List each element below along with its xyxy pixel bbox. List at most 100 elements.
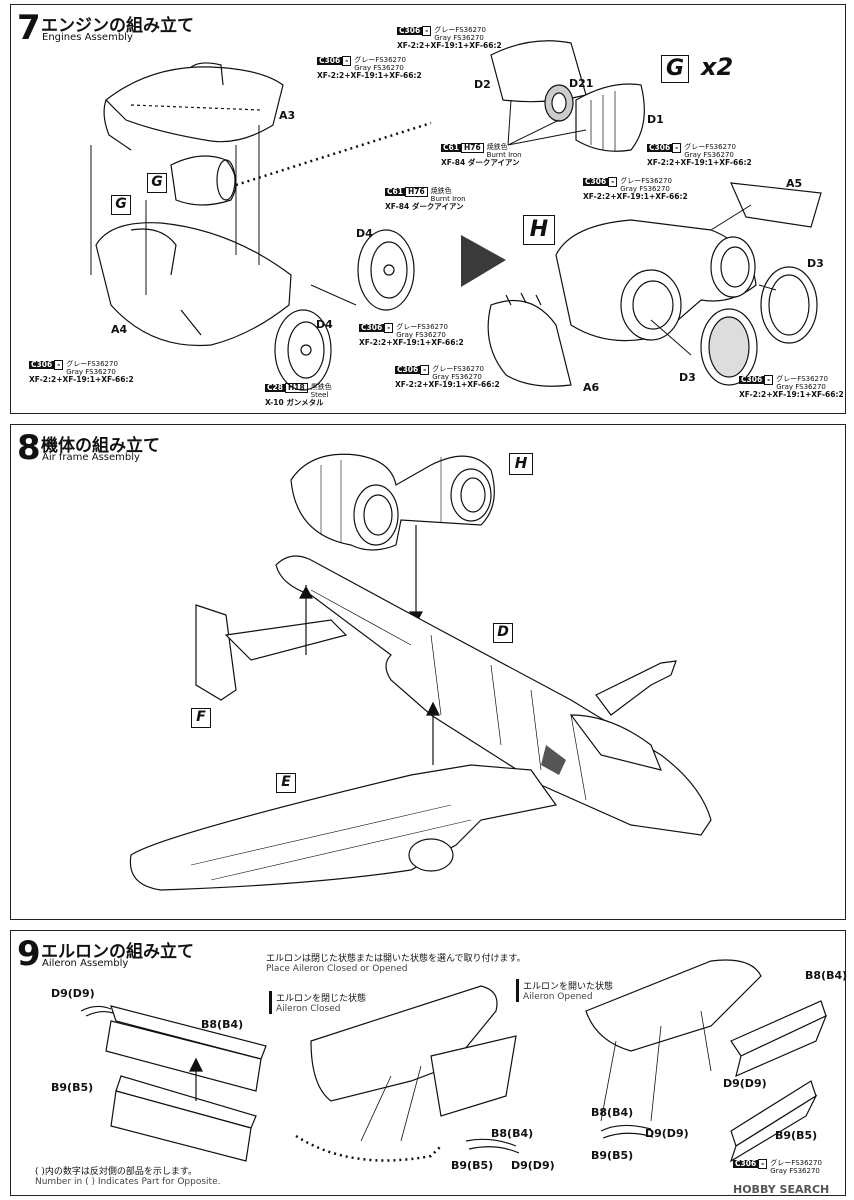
paint-mix: XF-2:2+XF-19:1+XF-66:2 (397, 41, 502, 50)
paint-name-jp: グレーFS36270 (432, 365, 484, 373)
paint-code: C61 (385, 187, 405, 196)
label-e: E (276, 773, 296, 793)
paint-mix: XF-84 ダークアイアン (441, 158, 520, 167)
label-d9-top: D9(D9) (51, 987, 95, 1000)
paint-sub: - (608, 177, 618, 187)
label-d: D (493, 623, 513, 643)
label-d3a: D3 (807, 257, 824, 270)
paint-sub: - (422, 26, 432, 36)
step8-panel: 8 機体の組み立て Air frame Assembly H (10, 424, 846, 920)
label-b9-left: B9(B5) (51, 1081, 94, 1094)
paint-mix: XF-2:2+XF-19:1+XF-66:2 (583, 192, 688, 201)
instruction-jp: エルロンは閉じた状態または開いた状態を選んで取り付けます。 (266, 954, 526, 964)
label-b9-closed: B9(B5) (451, 1159, 494, 1172)
instruction-en: Place Aileron Closed or Opened (266, 964, 408, 974)
paint-code: C306 (739, 375, 765, 384)
label-b8-top: B8(B4) (201, 1018, 244, 1031)
label-a3: A3 (279, 109, 296, 122)
label-b8-opened-left: B8(B4) (591, 1106, 634, 1119)
paint-name-jp: グレーFS36270 (66, 360, 118, 368)
paint-mix: XF-2:2+XF-19:1+XF-66:2 (317, 71, 422, 80)
step8-title-en: Air frame Assembly (42, 452, 140, 463)
paint-sub: - (342, 56, 352, 66)
paint-name-jp: グレーFS36270 (620, 177, 672, 185)
step9-panel: 9 エルロンの組み立て Aileron Assembly エルロンは閉じた状態ま… (10, 930, 847, 1196)
label-d2: D2 (474, 78, 491, 91)
paint-name-en: Gray FS36270 (620, 185, 670, 193)
closed-heading-en: Aileron Closed (276, 1004, 341, 1014)
paint-mix: XF-84 ダークアイアン (385, 202, 464, 211)
label-times-two: x2 (701, 53, 734, 81)
step8-number: 8 (17, 428, 41, 468)
watermark: HOBBY SEARCH (733, 1183, 830, 1196)
paint-sub: H18 (284, 383, 308, 393)
paint-sub: H76 (460, 143, 484, 153)
label-d4b: D4 (316, 318, 333, 331)
step8-title-jp: 機体の組み立て (41, 436, 160, 456)
step9-title-jp: エルロンの組み立て (41, 942, 194, 962)
label-a6: A6 (583, 381, 600, 394)
aileron-assembly-drawing (80, 959, 828, 1163)
label-g1: G (147, 173, 167, 193)
paint-name-jp: グレーFS36270 (684, 143, 736, 151)
paint-name-en: Gray FS36270 (66, 368, 116, 376)
label-b8-closed: B8(B4) (491, 1127, 534, 1140)
paint-name-jp: 黒鉄色 (310, 383, 332, 391)
paint-name-en: Gray FS36270 (776, 383, 826, 391)
paint-mix: XF-2:2+XF-19:1+XF-66:2 (359, 338, 464, 347)
label-d1: D1 (647, 113, 664, 126)
paint-sub: - (764, 375, 774, 385)
step7-number: 7 (17, 8, 41, 48)
paint-sub: - (672, 143, 682, 153)
footnote-jp: ( )内の数字は反対側の部品を示します。 (35, 1167, 197, 1177)
label-d21: D21 (569, 77, 594, 90)
step9-title-en: Aileron Assembly (42, 958, 129, 969)
label-h: H (509, 453, 533, 475)
paint-name-en: Burnt Iron (430, 195, 466, 203)
label-h: H (523, 215, 555, 245)
paint-name-jp: グレーFS36270 (776, 375, 828, 383)
paint-code: C306 (583, 177, 609, 186)
paint-name-en: Gray FS36270 (684, 151, 734, 159)
paint-code: C306 (359, 323, 385, 332)
paint-name-en: Burnt Iron (486, 151, 522, 159)
paint-name-en: Steel (310, 391, 329, 399)
label-a4: A4 (111, 323, 128, 336)
step7-title-jp: エンジンの組み立て (41, 16, 194, 36)
paint-name-en: Gray FS36270 (396, 331, 446, 339)
paint-name-jp: 焼鉄色 (486, 143, 508, 151)
paint-name-jp: グレーFS36270 (396, 323, 448, 331)
label-b9-opened: B9(B5) (775, 1129, 818, 1142)
label-d9-opened-left: D9(D9) (645, 1127, 689, 1140)
paint-code: C306 (29, 360, 55, 369)
paint-code: C28 (265, 383, 285, 392)
paint-mix: XF-2:2+XF-19:1+XF-66:2 (29, 375, 134, 384)
paint-mix: XF-2:2+XF-19:1+XF-66:2 (647, 158, 752, 167)
paint-mix: XF-2:2+XF-19:1+XF-66:2 (739, 390, 844, 399)
paint-sub: - (384, 323, 394, 333)
opened-heading-en: Aileron Opened (523, 992, 593, 1002)
paint-sub: - (758, 1159, 768, 1169)
label-f: F (191, 708, 211, 728)
label-g2: G (111, 195, 131, 215)
paint-code: C306 (733, 1159, 759, 1168)
paint-code: C306 (397, 26, 423, 35)
paint-name-en: Gray FS36270 (432, 373, 482, 381)
paint-name-jp: グレーFS36270 (770, 1159, 822, 1167)
paint-name-jp: 焼鉄色 (430, 187, 452, 195)
opened-heading-jp: エルロンを開いた状態 (523, 982, 614, 992)
closed-heading-jp: エルロンを閉じた状態 (276, 994, 367, 1004)
step9-number: 9 (17, 934, 41, 974)
paint-mix: X-10 ガンメタル (265, 398, 324, 407)
label-d4a: D4 (356, 227, 373, 240)
label-b9-opened-left: B9(B5) (591, 1149, 634, 1162)
engine-assembly-drawing (90, 40, 822, 391)
